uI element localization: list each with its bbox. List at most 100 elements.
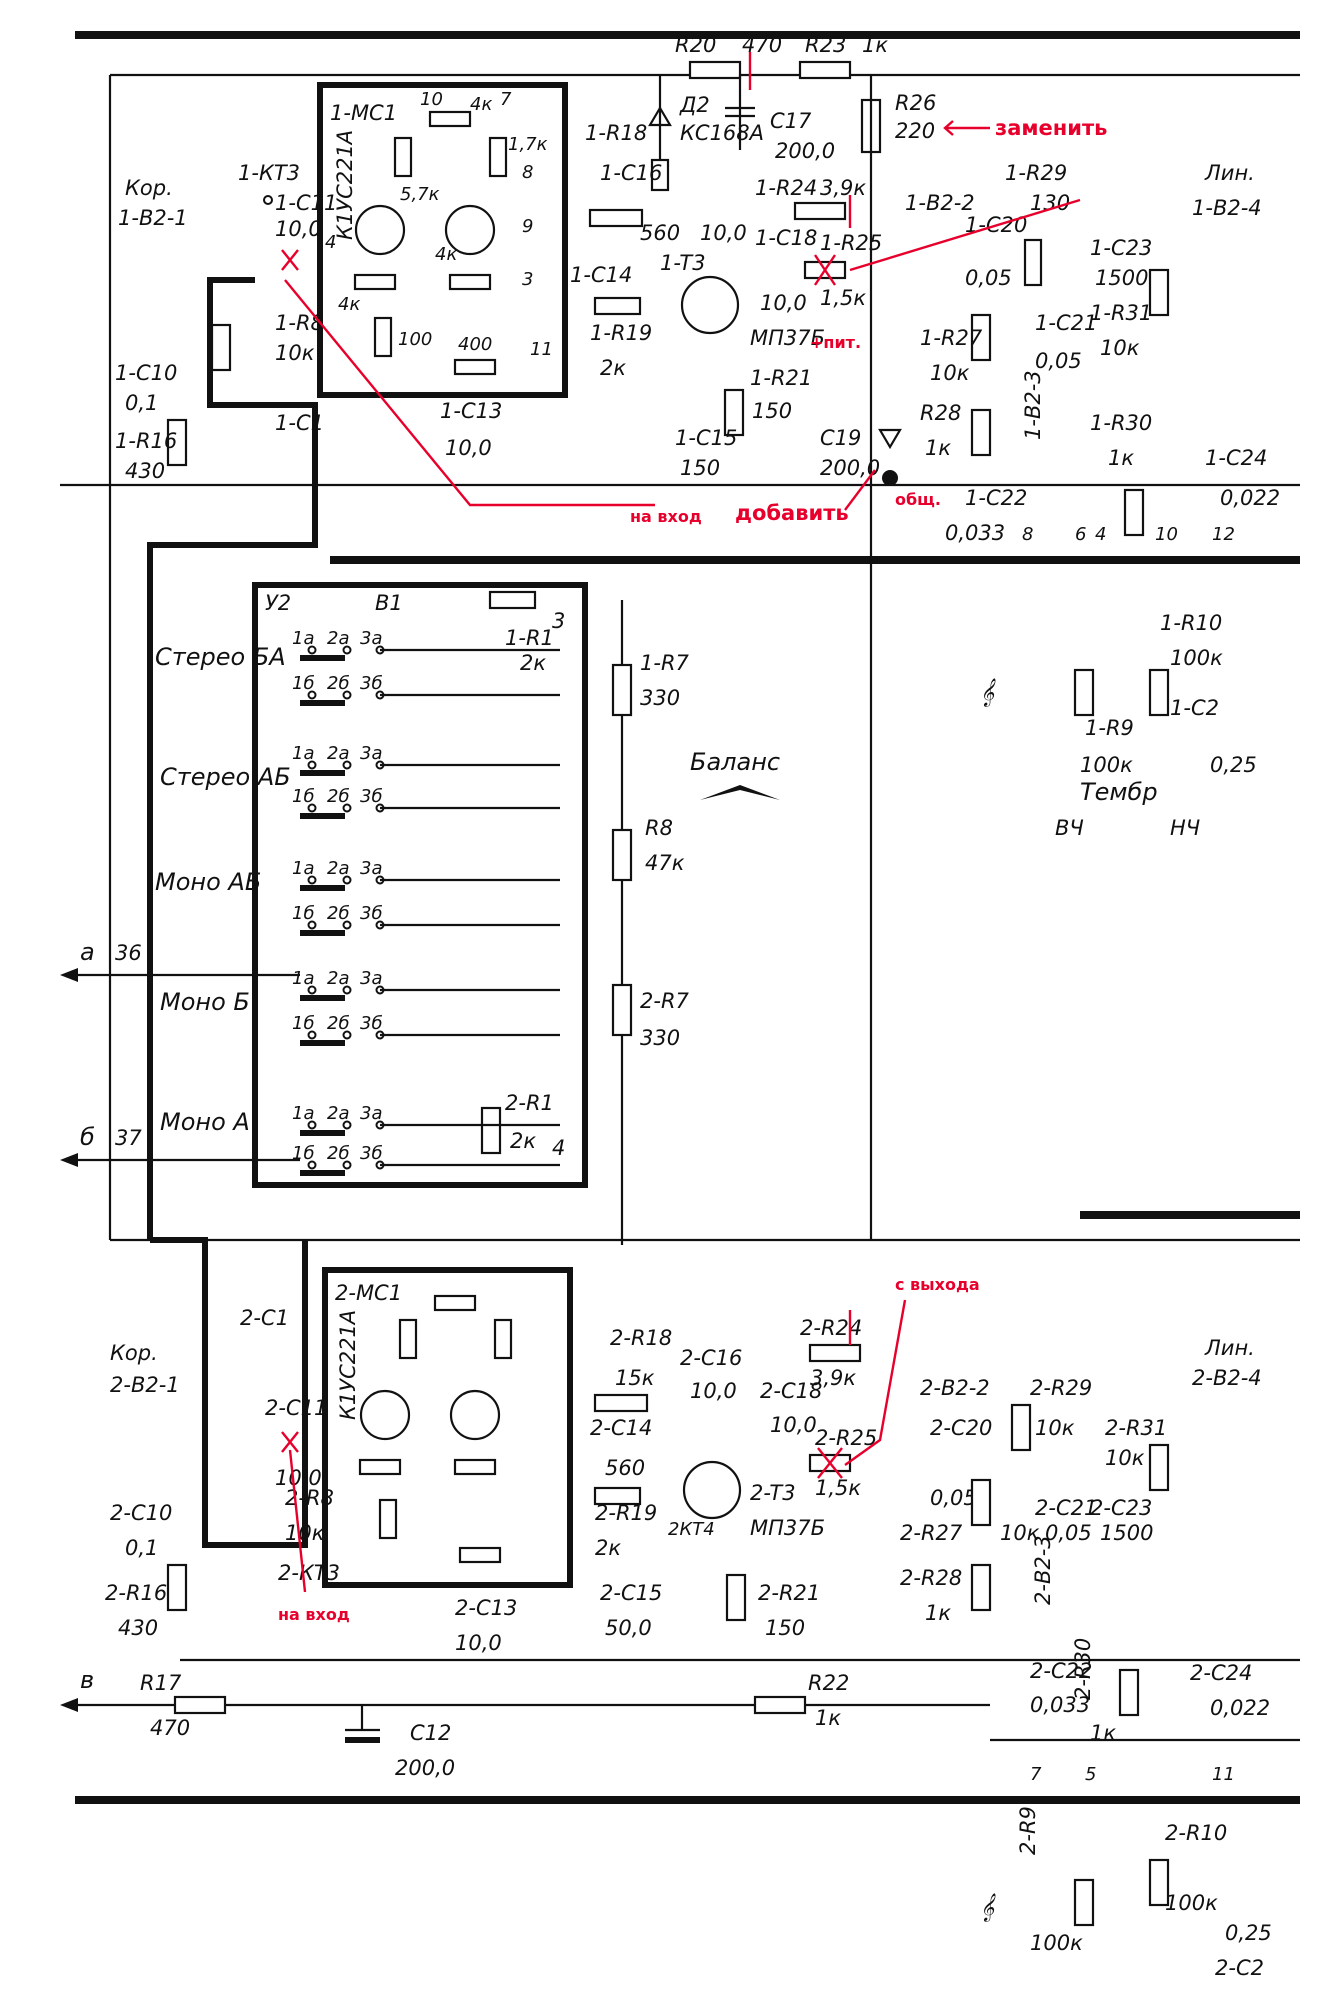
r8-top-value: 10к <box>275 341 315 365</box>
r31-top-value: 10к <box>1100 336 1140 360</box>
r24-bottom-resistor <box>808 1343 862 1363</box>
switch-contact[interactable] <box>342 803 352 813</box>
kt4-bottom: 2КТ4 <box>668 1519 715 1540</box>
treble-clef-bottom: 𝄞 <box>980 1893 996 1922</box>
r23-value: 1к <box>862 33 888 57</box>
top-pin-8: 8 <box>1022 524 1033 545</box>
output-b-label: б <box>80 1123 95 1151</box>
r31-top-resistor <box>1148 268 1170 317</box>
c19-ref: C19 <box>820 426 861 450</box>
mode-switch-block: У2 В1 1-R1 2к 3 2-R1 2к 4 Стерео БА Стер… <box>60 524 1235 1245</box>
r31-bottom-value: 10к <box>1105 1446 1145 1470</box>
switch-contact-label: 2а <box>327 1103 349 1124</box>
c18-bottom-ref: 2-C18 <box>760 1379 822 1403</box>
r22-value: 1к <box>815 1706 841 1730</box>
c21-top-value: 0,05 <box>1035 349 1082 373</box>
switch-contact[interactable] <box>342 1160 352 1170</box>
c20-bottom-ref: 2-C20 <box>930 1416 992 1440</box>
mode-stereo-ba[interactable]: Стерео БА <box>155 643 286 671</box>
switch-contact[interactable] <box>342 760 352 770</box>
r29-ref: 1-R29 <box>1005 161 1067 185</box>
r9-top-value: 100к <box>1080 753 1133 777</box>
pin-4-label: 4 <box>552 1136 565 1160</box>
switch-contact[interactable] <box>307 645 317 655</box>
b2-3-top: 1-В2-3 <box>1021 370 1045 440</box>
switch-contact-label: 2б <box>327 1013 350 1034</box>
switch-contact[interactable] <box>307 760 317 770</box>
shield-bottom <box>150 1237 308 1548</box>
switch-block-box <box>252 582 588 1188</box>
ic-1-int-5: 100 <box>398 329 432 350</box>
r25-top-value: 1,5к <box>820 286 866 310</box>
mode-mono-ab[interactable]: Моно АБ <box>155 868 261 896</box>
c10-top-value: 0,1 <box>125 391 158 415</box>
mode-stereo-ab[interactable]: Стерео АБ <box>160 763 291 791</box>
switch-contact[interactable] <box>307 985 317 995</box>
switch-contact[interactable] <box>342 985 352 995</box>
r18-ref: 1-R18 <box>585 121 647 145</box>
switch-contact[interactable] <box>307 1160 317 1170</box>
switch-contact-label: 3б <box>360 903 383 924</box>
c24-top-ref: 1-C24 <box>1205 446 1267 470</box>
ic-2-transistor-b <box>449 1389 501 1441</box>
switch-contact-label: 1а <box>292 858 314 879</box>
mode-mono-b[interactable]: Моно Б <box>160 988 250 1016</box>
ic-1-type: К1УС221А <box>333 130 357 240</box>
switch-contact[interactable] <box>342 1120 352 1130</box>
t3-top-value: МП37Б <box>750 326 825 350</box>
r10-bottom-ref: 2-R10 <box>1165 1821 1227 1845</box>
switch-contact[interactable] <box>307 920 317 930</box>
r23-resistor <box>798 60 852 80</box>
r18-resistor <box>650 158 670 192</box>
annotation-replace-arrowhead <box>943 120 954 136</box>
c2-top-ref: 1-C2 <box>1170 696 1219 720</box>
c2-bottom-ref: 2-C2 <box>1215 1956 1264 1980</box>
c18-top-ref: 1-C18 <box>755 226 817 250</box>
c11-bottom-ref: 2-C11 <box>265 1396 327 1420</box>
ic-1-pin-7: 7 <box>500 89 512 110</box>
r1-bottom-ref: 2-R1 <box>505 1091 554 1115</box>
r19-bottom-value: 2к <box>595 1536 621 1560</box>
c22-top-value: 0,033 <box>945 521 1005 545</box>
r27-bottom-value-b: 10к <box>1000 1521 1040 1545</box>
kt3-top-point[interactable] <box>263 195 273 205</box>
switch-contact[interactable] <box>342 645 352 655</box>
mode-mono-a[interactable]: Моно А <box>160 1108 250 1136</box>
c20-bottom-value: 0,05 <box>930 1486 977 1510</box>
r10-top-pot <box>1148 668 1170 717</box>
switch-contact[interactable] <box>342 1030 352 1040</box>
r25-bottom-cross-b <box>817 1447 843 1479</box>
c16-bottom-value: 10,0 <box>690 1379 737 1403</box>
output-a-label: а <box>80 938 95 966</box>
d2-value: КС168А <box>680 121 764 145</box>
switch-contact[interactable] <box>307 875 317 885</box>
r19-bottom-resistor <box>593 1486 642 1506</box>
r16-top-ref: 1-R16 <box>115 429 177 453</box>
c13-bottom-ref: 2-C13 <box>455 1596 517 1620</box>
c16-top-ref: 1-C16 <box>600 161 662 185</box>
r16-top-value: 430 <box>125 459 165 483</box>
r19-top-resistor <box>593 296 642 316</box>
r21-top-resistor <box>723 388 745 437</box>
switch-contact[interactable] <box>342 690 352 700</box>
kt3-bottom: 2-КТ3 <box>278 1561 340 1585</box>
c18-bottom-value: 10,0 <box>770 1413 817 1437</box>
r18-bottom-resistor <box>593 1393 649 1413</box>
switch-contact[interactable] <box>307 690 317 700</box>
r7-top-value: 330 <box>640 686 680 710</box>
switch-contact-label: 1а <box>292 968 314 989</box>
switch-contact[interactable] <box>342 920 352 930</box>
c10-top-ref: 1-C10 <box>115 361 177 385</box>
c14-top-value: 560 <box>640 221 680 245</box>
b2-2-bottom: 2-В2-2 <box>920 1376 990 1400</box>
switch-contact[interactable] <box>342 875 352 885</box>
bottom-pin-11: 11 <box>1212 1764 1235 1785</box>
switch-contact[interactable] <box>307 803 317 813</box>
switch-contact-label: 1б <box>292 786 315 807</box>
c15-top-value: 150 <box>680 456 720 480</box>
r9-top-pot <box>1073 668 1095 717</box>
switch-contact[interactable] <box>307 1120 317 1130</box>
switch-contact-label: 1б <box>292 1013 315 1034</box>
switch-contact-label: 2а <box>327 743 349 764</box>
switch-contact[interactable] <box>307 1030 317 1040</box>
